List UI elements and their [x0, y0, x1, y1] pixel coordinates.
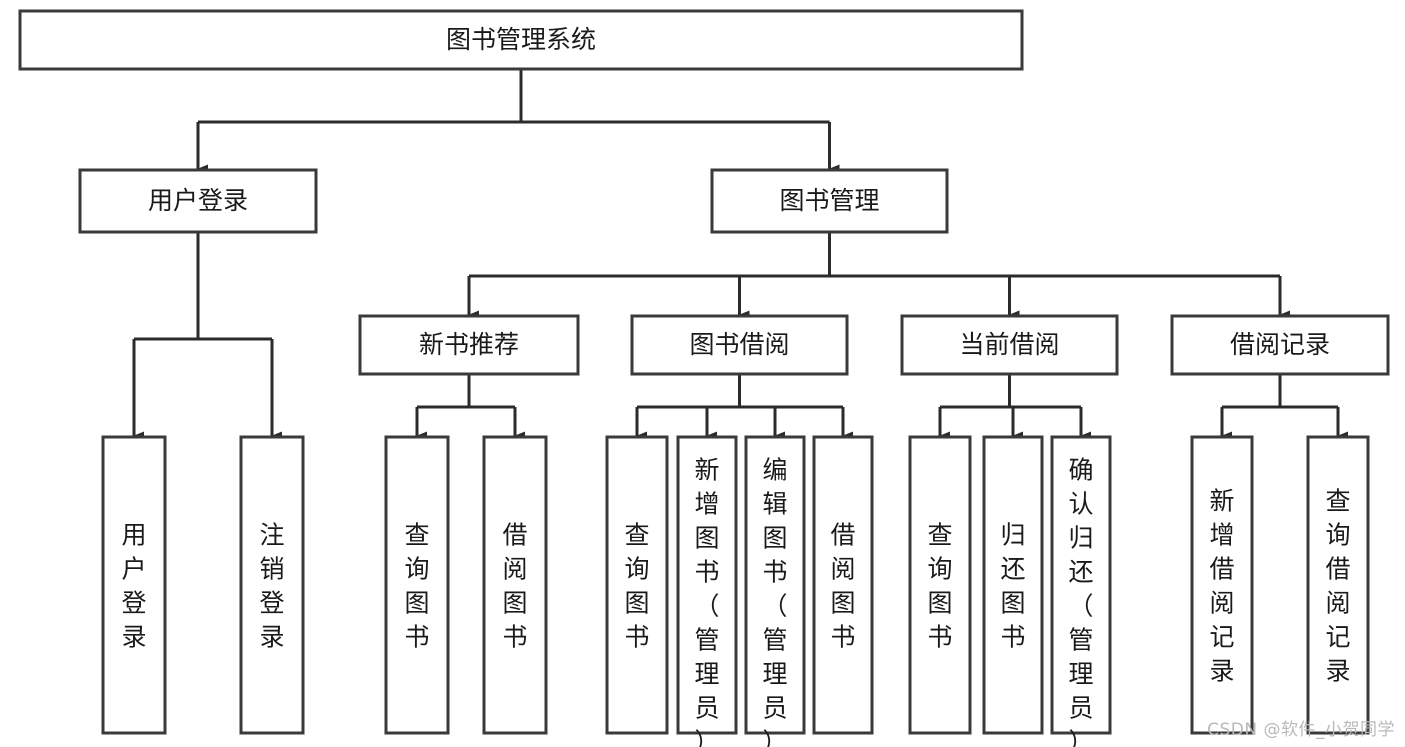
node-label: 借阅图书 — [830, 521, 855, 652]
node-box[interactable] — [744, 435, 806, 735]
node-box[interactable] — [1306, 435, 1370, 735]
node-leaf-rec-borrow[interactable]: 借阅图书 — [482, 435, 548, 735]
node-label: 图书管理系统 — [446, 25, 596, 54]
node-book-admin[interactable]: 图书管理 — [710, 168, 949, 234]
node-leaf-user-logout[interactable]: 注销登录 — [239, 435, 305, 735]
node-label: 编辑图书（管理员） — [762, 456, 787, 747]
node-box[interactable] — [900, 314, 1119, 376]
node-box[interactable] — [384, 435, 450, 735]
node-layer: 图书管理系统用户登录图书管理新书推荐图书借阅当前借阅借阅记录用户登录注销登录查询… — [18, 9, 1390, 747]
node-leaf-borrow-query[interactable]: 查询图书 — [605, 435, 669, 735]
node-leaf-borrow-borrow[interactable]: 借阅图书 — [812, 435, 874, 735]
node-box[interactable] — [630, 314, 849, 376]
node-leaf-user-login[interactable]: 用户登录 — [101, 435, 167, 735]
node-box[interactable] — [908, 435, 972, 735]
node-borrow-record[interactable]: 借阅记录 — [1170, 314, 1390, 376]
node-label: 图书管理 — [779, 186, 879, 215]
node-leaf-record-query[interactable]: 查询借阅记录 — [1306, 435, 1370, 735]
node-label: 借阅图书 — [502, 521, 527, 652]
node-label: 查询图书 — [404, 521, 429, 652]
node-root[interactable]: 图书管理系统 — [18, 9, 1024, 71]
node-box[interactable] — [676, 435, 738, 735]
node-box[interactable] — [101, 435, 167, 735]
node-label: 新书推荐 — [419, 330, 519, 359]
node-box[interactable] — [1050, 435, 1112, 735]
node-leaf-borrow-edit[interactable]: 编辑图书（管理员） — [744, 435, 806, 747]
node-leaf-current-query[interactable]: 查询图书 — [908, 435, 972, 735]
node-book-borrow[interactable]: 图书借阅 — [630, 314, 849, 376]
node-current-borrow[interactable]: 当前借阅 — [900, 314, 1119, 376]
node-label: 用户登录 — [121, 521, 146, 652]
node-box[interactable] — [605, 435, 669, 735]
node-label: 借阅记录 — [1230, 330, 1330, 359]
node-label: 新增借阅记录 — [1209, 487, 1234, 686]
node-label: 新增图书（管理员） — [694, 456, 719, 747]
node-leaf-rec-query[interactable]: 查询图书 — [384, 435, 450, 735]
node-box[interactable] — [812, 435, 874, 735]
node-leaf-record-add[interactable]: 新增借阅记录 — [1190, 435, 1254, 735]
node-box[interactable] — [1170, 314, 1390, 376]
node-label: 确认归还（管理员） — [1068, 456, 1093, 747]
node-box[interactable] — [78, 168, 318, 234]
node-box[interactable] — [1190, 435, 1254, 735]
node-label: 归还图书 — [1000, 521, 1025, 652]
node-user-login[interactable]: 用户登录 — [78, 168, 318, 234]
node-leaf-current-confirm[interactable]: 确认归还（管理员） — [1050, 435, 1112, 747]
node-box[interactable] — [18, 9, 1024, 71]
node-new-book-rec[interactable]: 新书推荐 — [358, 314, 580, 376]
node-label: 用户登录 — [148, 186, 248, 215]
node-label: 查询借阅记录 — [1325, 487, 1350, 686]
node-box[interactable] — [239, 435, 305, 735]
node-leaf-current-return[interactable]: 归还图书 — [982, 435, 1044, 735]
node-box[interactable] — [358, 314, 580, 376]
node-label: 当前借阅 — [959, 330, 1059, 359]
node-box[interactable] — [710, 168, 949, 234]
node-label: 查询图书 — [927, 521, 952, 652]
node-label: 图书借阅 — [689, 330, 789, 359]
connector-layer — [132, 69, 1348, 441]
node-leaf-borrow-add[interactable]: 新增图书（管理员） — [676, 435, 738, 747]
node-box[interactable] — [982, 435, 1044, 735]
node-box[interactable] — [482, 435, 548, 735]
node-label: 查询图书 — [624, 521, 649, 652]
node-label: 注销登录 — [259, 521, 284, 652]
